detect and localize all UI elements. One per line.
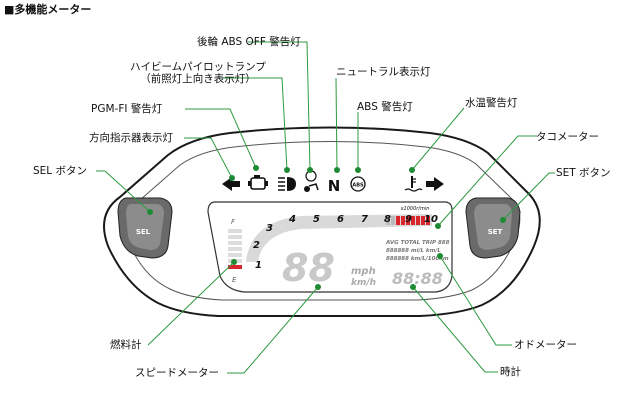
label-fuel-gauge: 燃料計 bbox=[110, 339, 142, 351]
odo-line-3: 888888 km/L/100km bbox=[386, 256, 449, 262]
rpm-tick: 4 bbox=[288, 214, 296, 225]
label-pgm-fi: PGM-FI 警告灯 bbox=[91, 103, 163, 115]
label-high-beam: ハイビームパイロットランプ （前照灯上向き表示灯） bbox=[118, 61, 278, 85]
label-set-button: SET ボタン bbox=[556, 167, 611, 179]
label-sel-button: SEL ボタン bbox=[33, 165, 87, 177]
rpm-tick: 1 bbox=[255, 260, 262, 271]
fuel-empty-label: E bbox=[232, 276, 237, 284]
abs-warning-icon: (ABS) bbox=[350, 176, 366, 192]
label-odometer: オドメーター bbox=[514, 339, 577, 351]
rpm-tick: 5 bbox=[313, 214, 320, 225]
rpm-tick: 2 bbox=[253, 240, 260, 251]
label-water-temp: 水温警告灯 bbox=[465, 97, 518, 109]
rpm-unit: x1000r/min bbox=[400, 206, 430, 212]
label-rear-abs-off: 後輪 ABS OFF 警告灯 bbox=[197, 36, 301, 48]
fuel-full-label: F bbox=[231, 218, 236, 226]
abs-icon-text: (ABS) bbox=[350, 183, 366, 189]
pgm-fi-icon bbox=[248, 175, 268, 190]
turn-signal-left-icon bbox=[222, 177, 240, 191]
label-abs: ABS 警告灯 bbox=[357, 101, 413, 113]
label-turn-signal: 方向指示器表示灯 bbox=[89, 132, 173, 144]
label-tachometer: タコメーター bbox=[536, 131, 599, 143]
sel-button[interactable]: SEL bbox=[136, 228, 151, 236]
odo-line-2: 888888 mi/L km/L bbox=[386, 248, 441, 254]
rpm-tick: 9 bbox=[405, 214, 412, 225]
neutral-indicator: N bbox=[328, 177, 341, 195]
leader-endpoints bbox=[147, 165, 506, 290]
speed-digits: 88 bbox=[282, 246, 335, 290]
odo-line-1: AVG TOTAL TRIP 888 bbox=[385, 240, 450, 246]
speed-unit-mph: mph bbox=[351, 266, 376, 277]
clock-digits: 88:88 bbox=[392, 269, 443, 288]
diagram-title: ■多機能メーター bbox=[4, 3, 92, 16]
high-beam-icon bbox=[278, 177, 296, 191]
turn-signal-right-icon bbox=[426, 177, 444, 191]
label-speedometer: スピードメーター bbox=[135, 367, 219, 379]
speed-unit-kmh: km/h bbox=[351, 278, 376, 288]
water-temp-icon bbox=[404, 176, 423, 192]
rpm-tick: 3 bbox=[266, 223, 273, 234]
tach-bar-segments bbox=[386, 216, 430, 225]
label-high-beam-line-2: （前照灯上向き表示灯） bbox=[140, 73, 256, 85]
rear-abs-off-icon bbox=[304, 170, 319, 192]
rpm-tick: 8 bbox=[384, 214, 391, 225]
rpm-tick: 6 bbox=[337, 214, 344, 225]
label-neutral: ニュートラル表示灯 bbox=[336, 66, 431, 78]
leader-lines bbox=[96, 41, 555, 374]
rpm-tick: 7 bbox=[361, 214, 368, 225]
set-button[interactable]: SET bbox=[488, 228, 503, 236]
label-high-beam-line-1: ハイビームパイロットランプ bbox=[130, 61, 266, 73]
rpm-tick: 10 bbox=[424, 214, 438, 225]
label-clock: 時計 bbox=[500, 366, 521, 378]
